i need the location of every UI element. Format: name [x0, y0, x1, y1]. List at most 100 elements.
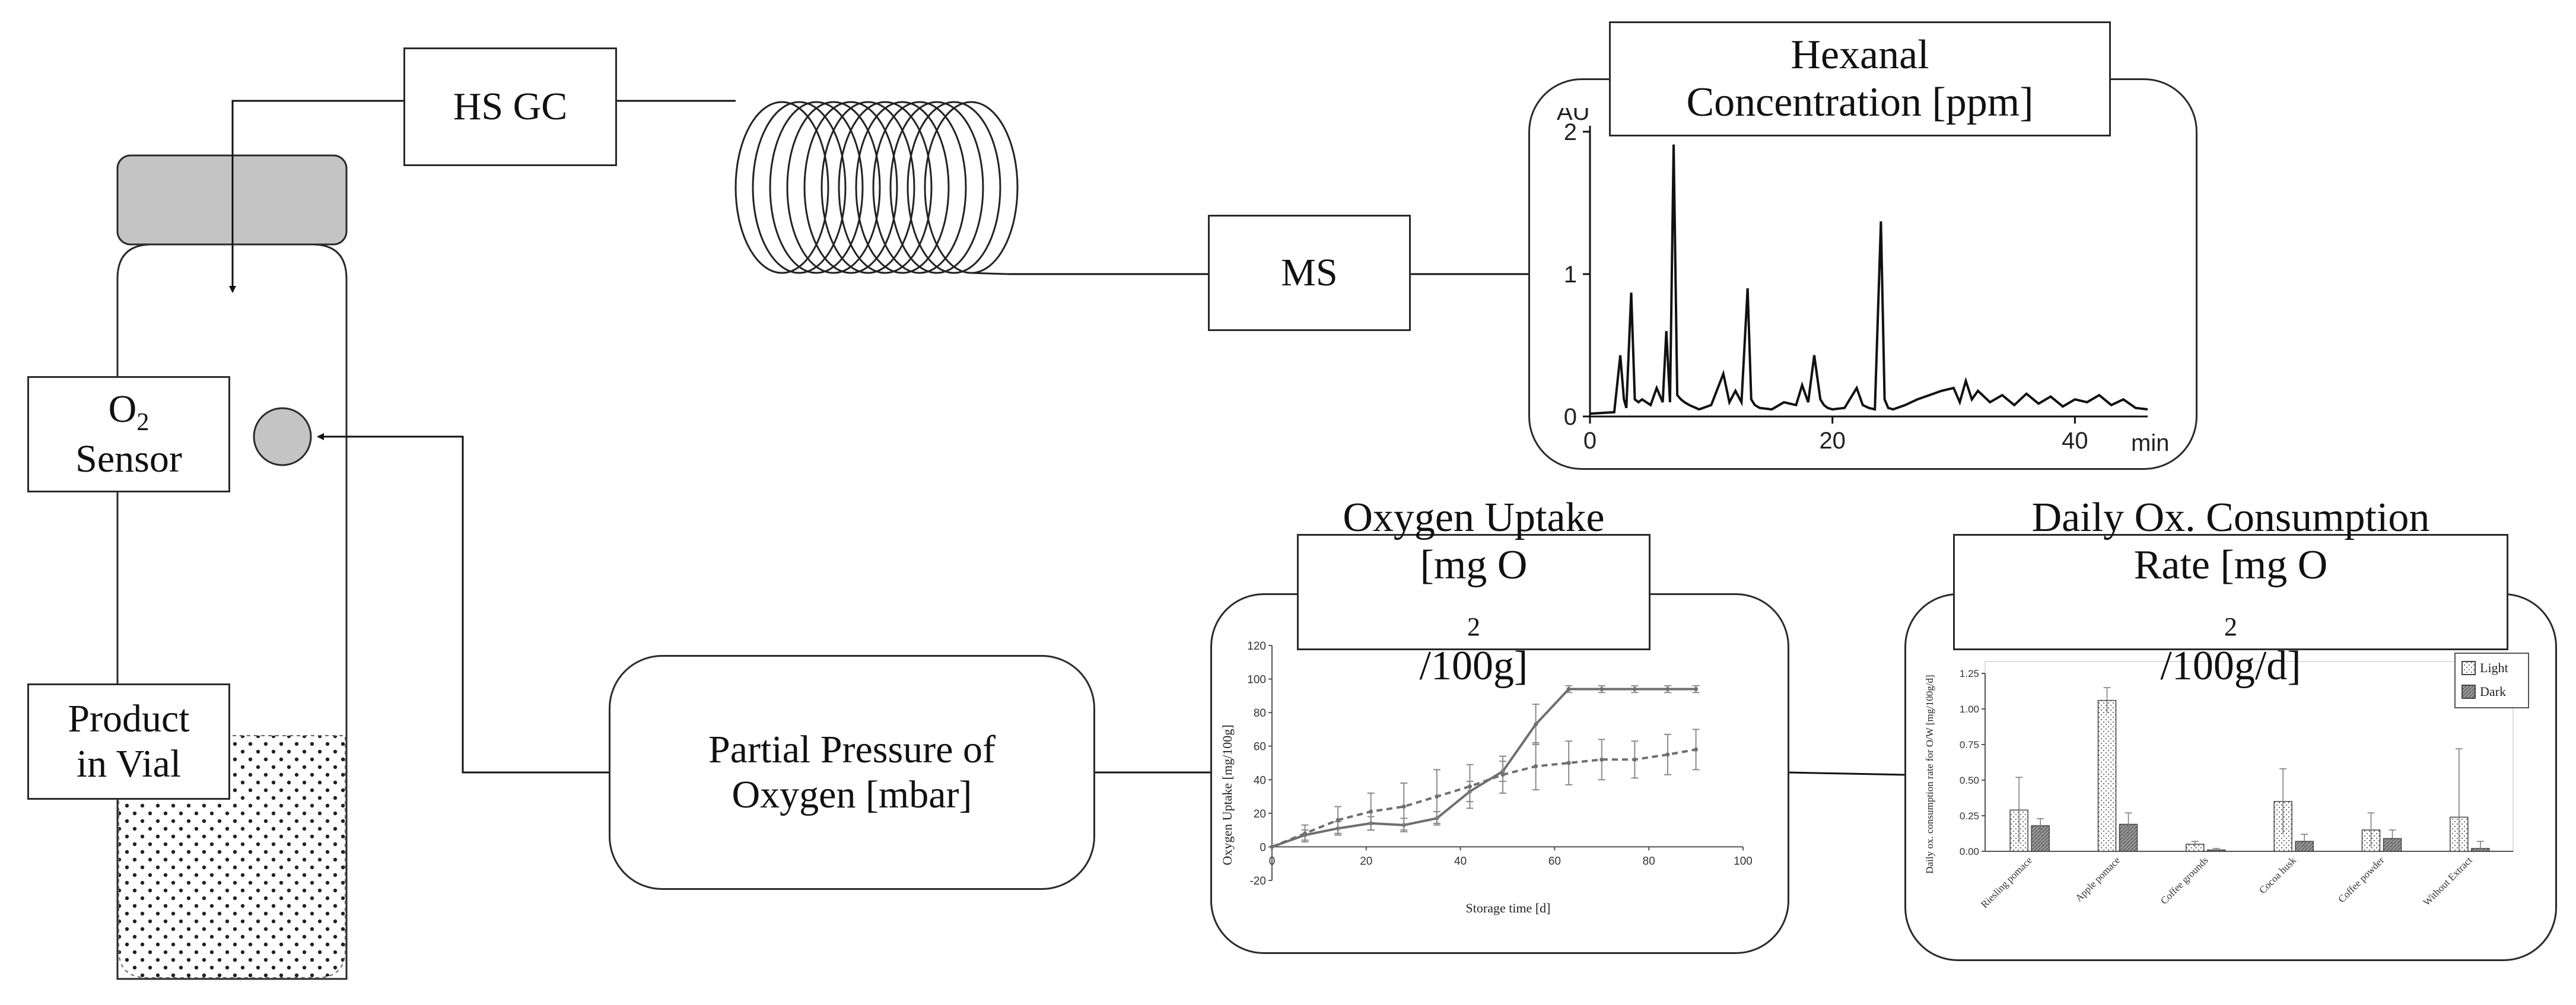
- y-tick-label: 1: [1564, 262, 1577, 288]
- plot-frame: [1985, 661, 2514, 852]
- sensor-arrow: [317, 433, 609, 774]
- y-axis-label: Oxygen Uptake [mg/100g]: [1221, 724, 1235, 865]
- legend-light-label: Light: [2480, 660, 2508, 675]
- category-label: Riesling pomace: [1979, 854, 2034, 910]
- data-point: [1599, 757, 1604, 762]
- partial-pressure-box: Partial Pressure of Oxygen [mbar]: [609, 655, 1095, 890]
- legend-light-swatch: [2461, 661, 2476, 675]
- chromatogram-trace: [1589, 144, 2148, 415]
- y-tick-label: 0: [1564, 404, 1577, 430]
- coil-loop: [820, 101, 915, 274]
- coil-loop: [907, 101, 1001, 274]
- y-tick-label: 0.25: [1960, 810, 1979, 822]
- consumption-rate-chart: 0.00 0.25 0.50 0.75 1.00 1.25 Riesling pomace…: [1924, 653, 2529, 910]
- legend-dark-label: Dark: [2480, 684, 2506, 699]
- coil-loop: [734, 101, 829, 274]
- y-tick-label: -20: [1250, 875, 1266, 888]
- y-tick-label: 0.00: [1960, 846, 1979, 857]
- y-axis-label: Daily ox. consumption rate for O/W [mg/1…: [1924, 675, 1935, 873]
- data-point: [1632, 757, 1637, 762]
- category-label: Apple pomace: [2073, 854, 2122, 904]
- series-line-solid: [1271, 688, 1696, 848]
- x-tick-label: 0: [1583, 428, 1597, 452]
- data-point: [1566, 761, 1571, 765]
- category-label: Cocoa husk: [2257, 854, 2298, 896]
- x-tick-label: 100: [1734, 855, 1753, 867]
- category-label: Coffee powder: [2336, 854, 2386, 905]
- o2-sensor-label-line2: Sensor: [75, 437, 182, 481]
- series-line-dashed: [1271, 748, 1696, 848]
- data-point: [1401, 804, 1406, 809]
- y-tick-label: 120: [1247, 640, 1266, 653]
- coil-loop: [838, 101, 933, 274]
- rate-title-line1: Daily Ox. Consumption: [2031, 494, 2430, 540]
- y-tick-label: 1.00: [1960, 704, 1979, 715]
- data-point: [1694, 747, 1699, 752]
- hexanal-title-line2: Concentration [ppm]: [1686, 79, 2034, 125]
- hexanal-title-box: Hexanal Concentration [ppm]: [1609, 21, 2111, 136]
- hs-gc-label: HS GC: [453, 85, 568, 129]
- data-point: [1599, 687, 1604, 692]
- data-point: [1467, 784, 1472, 789]
- bar-light: [2097, 699, 2117, 852]
- o2-sensor-label-line1: O2: [108, 387, 150, 436]
- data-point: [1435, 794, 1439, 799]
- sensor-spot: [253, 407, 312, 466]
- y-tick-label: 0.50: [1960, 775, 1979, 786]
- coil-loop: [855, 101, 950, 274]
- legend-dark-swatch: [2461, 685, 2476, 699]
- hexanal-title-line1: Hexanal: [1791, 31, 1929, 78]
- partial-pressure-line1: Partial Pressure of: [708, 728, 996, 772]
- data-point: [1694, 687, 1699, 692]
- category-label: Coffee grounds: [2158, 854, 2211, 907]
- data-point: [1335, 818, 1340, 822]
- x-tick-label: 80: [1643, 855, 1655, 867]
- x-tick-label: 40: [1454, 855, 1467, 867]
- data-point: [1369, 809, 1373, 814]
- coil-loop: [924, 101, 1019, 274]
- data-point: [1534, 764, 1538, 769]
- product-label-line1: Product: [68, 697, 190, 741]
- y-tick-label: 0: [1260, 841, 1266, 854]
- uptake-to-rate-line: [1788, 771, 1905, 776]
- data-point: [1566, 687, 1571, 692]
- product-in-vial-box: Product in Vial: [27, 683, 230, 800]
- data-point: [1500, 772, 1505, 777]
- hs-gc-box: HS GC: [403, 47, 617, 166]
- x-axis-label: Storage time [d]: [1466, 901, 1551, 915]
- x-tick-label: 0: [1269, 855, 1276, 867]
- data-point: [1270, 844, 1274, 849]
- y-tick-label: 20: [1254, 808, 1266, 820]
- coil-loop: [786, 101, 881, 274]
- coil-loop: [769, 101, 864, 274]
- y-tick-label: 40: [1254, 774, 1266, 787]
- x-unit-label: min: [2131, 430, 2169, 452]
- data-point: [1665, 687, 1670, 692]
- coil-loop: [872, 101, 967, 274]
- data-point: [1303, 831, 1308, 836]
- ms-label: MS: [1281, 251, 1338, 295]
- y-tick-label: 2: [1564, 119, 1577, 145]
- legend: Light Dark: [2454, 653, 2529, 708]
- x-tick-label: 40: [2062, 428, 2088, 452]
- x-tick-label: 20: [1819, 428, 1846, 452]
- headspace-arrow: [229, 100, 403, 293]
- data-point: [1665, 752, 1670, 757]
- data-point: [1534, 722, 1538, 727]
- coil-loop: [752, 101, 847, 274]
- x-tick-label: 60: [1548, 855, 1561, 867]
- y-tick-label: 1.25: [1960, 668, 1979, 679]
- category-label: Without Extract: [2421, 854, 2475, 908]
- y-tick-label: 0.75: [1960, 739, 1979, 750]
- x-tick-label: 20: [1360, 855, 1372, 867]
- gc-column-coil-icon: [734, 101, 1019, 275]
- y-tick-label: 100: [1247, 674, 1266, 686]
- coil-loop: [803, 101, 898, 274]
- product-label-line2: in Vial: [76, 742, 182, 785]
